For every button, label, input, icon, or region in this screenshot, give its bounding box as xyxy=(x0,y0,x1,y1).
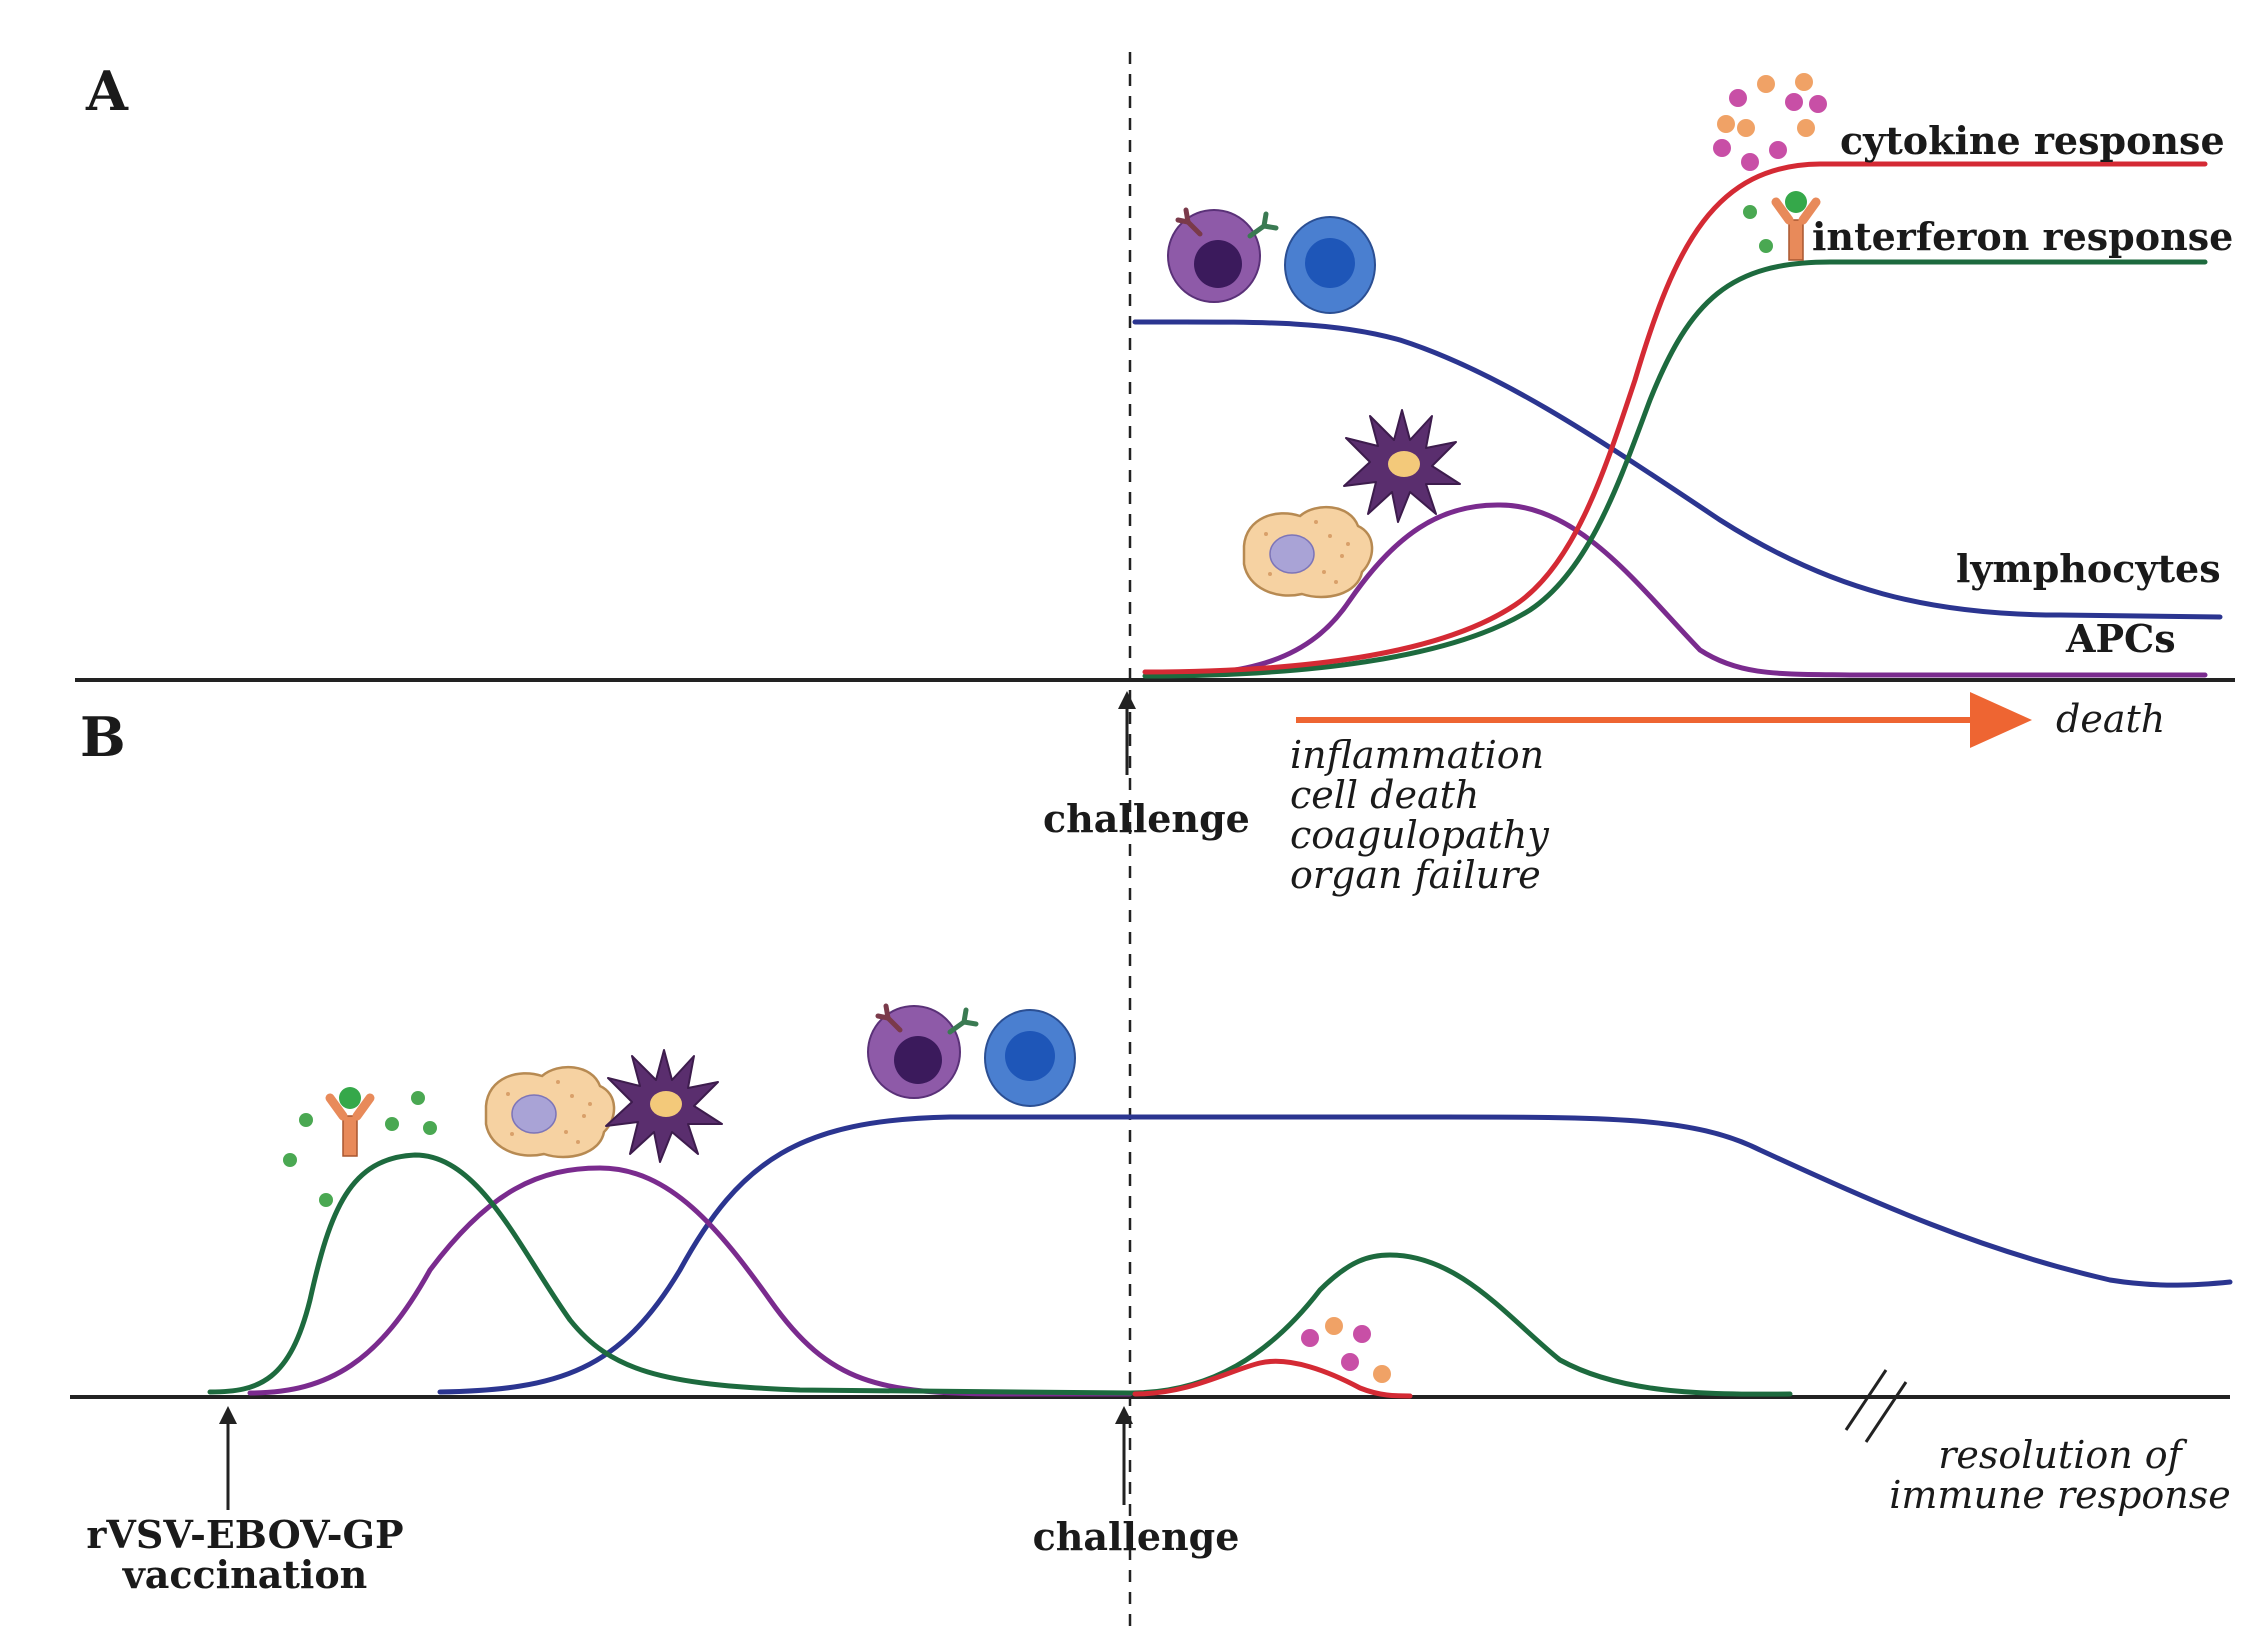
curve-a-interferon xyxy=(1142,259,2208,679)
dendritic-cell-icon xyxy=(1343,409,1461,523)
macrophage-icon xyxy=(1242,505,1374,599)
challenge-label-a: challenge xyxy=(1043,796,1250,841)
curve-a-cytokine xyxy=(1142,161,2208,675)
cytokine-dots-icon-b xyxy=(1301,1317,1391,1383)
resolution-label-line1: resolution of xyxy=(1938,1433,2187,1477)
curve-b-cytokine xyxy=(1132,1358,1413,1399)
resolution-label-line2: immune response xyxy=(1889,1473,2231,1517)
panel-a-label: A xyxy=(85,59,129,123)
t-cell-icon xyxy=(1284,216,1376,314)
curve-b-lymphocytes xyxy=(437,1114,2233,1395)
pathology-coagulopathy: coagulopathy xyxy=(1290,813,1549,857)
t-cell-icon-b xyxy=(984,1009,1076,1107)
curve-a-apcs xyxy=(1147,502,2208,679)
pathology-inflammation: inflammation xyxy=(1290,733,1544,777)
macrophage-icon-b xyxy=(484,1065,616,1159)
cytokine-dots-icon xyxy=(1713,73,1827,171)
interferon-receptor-icon xyxy=(1743,191,1816,260)
dendritic-cell-icon-b xyxy=(605,1049,723,1163)
death-label: death xyxy=(2056,697,2165,741)
pathology-cell-death: cell death xyxy=(1290,773,1479,817)
curve-b-apcs xyxy=(247,1165,1133,1397)
label-interferon-response: interferon response xyxy=(1812,214,2233,259)
label-apcs: APCs xyxy=(2065,616,2176,661)
challenge-label-b: challenge xyxy=(1033,1514,1240,1559)
label-cytokine-response: cytokine response xyxy=(1840,118,2225,163)
death-arrow xyxy=(1296,692,2032,748)
axis-break xyxy=(1844,1369,1908,1443)
b-cell-icon-b xyxy=(868,1006,976,1098)
vaccination-label-line1: rVSV-EBOV-GP xyxy=(86,1512,403,1557)
vaccination-label-line2: vaccination xyxy=(122,1552,368,1597)
panel-b-label: B xyxy=(80,705,126,769)
b-cell-icon xyxy=(1168,210,1276,302)
pathology-organ-failure: organ failure xyxy=(1290,853,1541,897)
curve-a-lymphocytes xyxy=(1132,319,2223,620)
interferon-receptor-icon-b xyxy=(283,1087,437,1207)
label-lymphocytes: lymphocytes xyxy=(1956,546,2221,591)
curve-b-interferon xyxy=(207,1152,1793,1397)
